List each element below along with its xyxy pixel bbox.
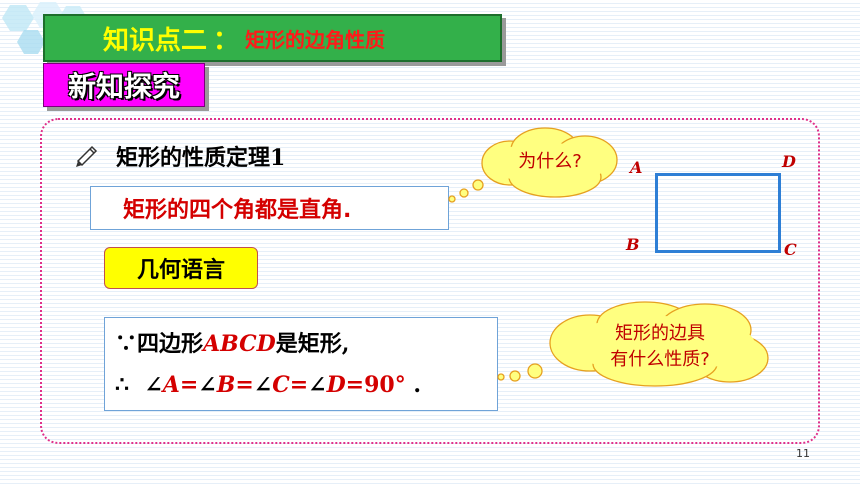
proof-line-given: ∵四边形ABCD是矩形, [115,326,349,358]
geometry-language-label: 几何语言 [104,247,258,289]
section-subtitle: 矩形的边角性质 [245,27,386,52]
section-title: 知识点二 [103,25,208,56]
why-callout: 为什么? [495,147,605,173]
equals: = [179,372,199,398]
equals: = [345,372,365,398]
title-colon: ： [213,25,240,56]
therefore-symbol: ∴ [115,372,129,398]
geometry-language-text: 几何语言 [136,258,225,283]
vertex-b-label: B [626,235,640,254]
proof-abcd: ABCD [203,331,276,357]
because-symbol: ∵ [115,331,138,357]
content-panel [40,118,820,444]
angle-symbol: ∠ [144,372,163,398]
section-tag-label: 新知探究 [67,70,180,103]
equals: = [289,372,309,398]
vertex-d-label: D [782,152,796,171]
section-tag: 新知探究 [43,63,205,107]
pencil-icon [76,145,98,167]
proof-text: 是矩形, [275,331,350,357]
theorem-title: 矩形的性质定理1 [116,140,285,172]
angle-c: C [272,372,290,398]
why-thought-cloud [448,127,618,203]
edge-property-thought-cloud [497,301,769,387]
edge-property-callout: 矩形的边具 有什么性质? [560,321,760,373]
proof-box: ∵四边形ABCD是矩形, ∴ ∠A=∠B=∠C=∠D=90° . [104,317,498,411]
why-callout-text: 为什么? [518,151,582,172]
edge-callout-line1: 矩形的边具 [615,323,705,344]
angle-symbol: ∠ [253,372,273,398]
proof-line-conclusion: ∴ ∠A=∠B=∠C=∠D=90° . [115,372,421,398]
theorem-statement-box: 矩形的四个角都是直角. [90,186,449,230]
vertex-a-label: A [630,158,643,177]
edge-callout-line2: 有什么性质? [610,349,710,370]
proof-text: 四边形 [137,331,204,357]
angle-symbol: ∠ [308,372,327,398]
ninety-degrees: 90° [364,372,406,398]
angle-b: B [216,372,236,398]
equals: = [235,372,254,398]
angle-symbol: ∠ [198,372,217,398]
theorem-title-text: 矩形的性质定理 [116,146,271,171]
rectangle-figure [655,173,781,253]
page-number: 11 [796,447,810,460]
period: . [413,372,422,398]
section-title-bar: 知识点二 ： 矩形的边角性质 [43,14,502,62]
theorem-number: 1 [270,145,286,171]
angle-a: A [162,372,180,398]
theorem-statement: 矩形的四个角都是直角. [123,198,352,223]
vertex-c-label: C [784,240,797,259]
angle-d: D [326,372,346,398]
